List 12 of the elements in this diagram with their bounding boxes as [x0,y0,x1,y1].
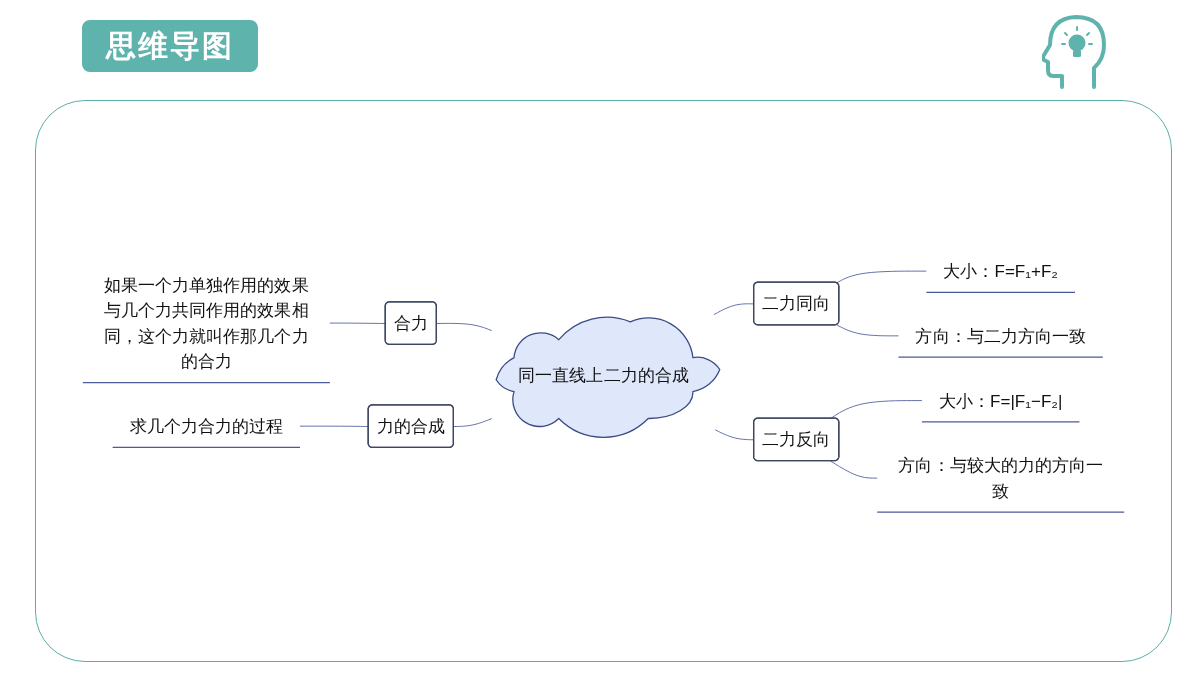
connector-line [436,322,493,332]
branch-box: 合力 [384,301,437,345]
connector-line [453,418,493,427]
connector-line [836,270,927,284]
branch-box: 二力反向 [753,417,840,462]
topic-cloud: 同一直线上二力的合成 [495,316,721,438]
connector-line [836,324,899,337]
branch-box: 二力同向 [753,281,840,326]
branch-box: 力的合成 [367,404,454,449]
connector-line [830,460,878,479]
heading-banner: 思维导图 [82,20,258,72]
connector-line [830,400,923,419]
